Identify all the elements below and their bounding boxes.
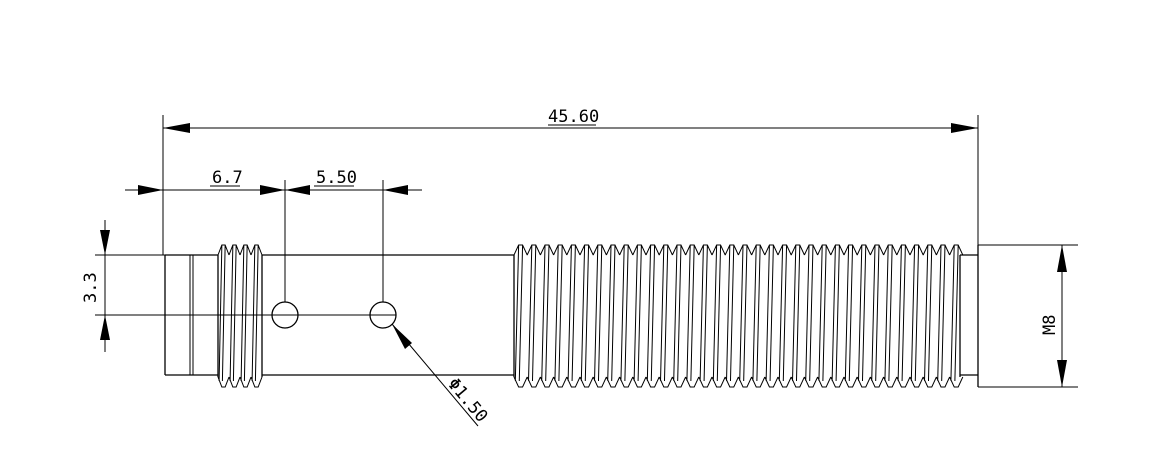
overall-length-label: 45.60 [548,107,599,127]
dimension-hole-offset: 3.3 [81,220,110,352]
dimension-overall-length: 45.60 [163,107,978,133]
thread-size-label: M8 [1040,315,1060,335]
hole-diameter-label: Φ1.50 [443,374,491,426]
short-thread-turns [217,244,263,388]
long-thread [513,244,964,388]
extension-lines [95,115,1078,388]
dimension-thread-size: M8 [1040,245,1067,387]
hole-offset-label: 3.3 [81,272,101,303]
hole-spacing-label: 5.50 [316,168,357,188]
short-thread [217,244,263,388]
sensor-body [164,245,979,387]
dimension-hole-spacing: 5.50 [285,168,422,195]
front-segment-label: 6.7 [212,168,243,188]
long-thread-turns [513,244,964,388]
dimension-front-segment: 6.7 [125,168,285,195]
